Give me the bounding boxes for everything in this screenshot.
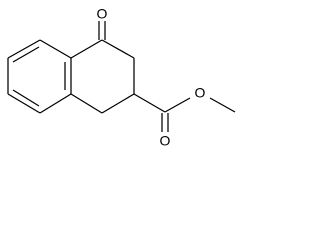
bond-ring-a-lower-right — [39, 93, 72, 114]
structure-canvas: O O O — [7, 5, 236, 149]
bond-ring-b-c2-c1 — [101, 93, 135, 114]
bond-ring-a-bottom — [7, 93, 41, 114]
bond-ring-a-inner-lower — [12, 89, 40, 107]
bond-ring-b-c4a-c4 — [70, 39, 103, 59]
bond-ring-b-c4-c3 — [101, 39, 135, 59]
bond-ring-a-inner-upper — [12, 46, 40, 63]
molecule-diagram: O O O — [7, 6, 236, 149]
bond-ring-a-top — [7, 39, 41, 59]
bond-ester-c-o — [164, 97, 191, 113]
bond-ring-a-upper-right — [39, 39, 72, 59]
bond-ring-b-c1-c8a — [70, 93, 103, 114]
atom-label-ester-oxygen: O — [195, 85, 206, 101]
bond-ester-c2-carbonyl — [133, 93, 166, 113]
bond-ester-o-methyl — [209, 97, 236, 113]
atom-label-ketone-oxygen: O — [97, 6, 108, 22]
atom-label-carbonyl-oxygen: O — [160, 133, 171, 149]
